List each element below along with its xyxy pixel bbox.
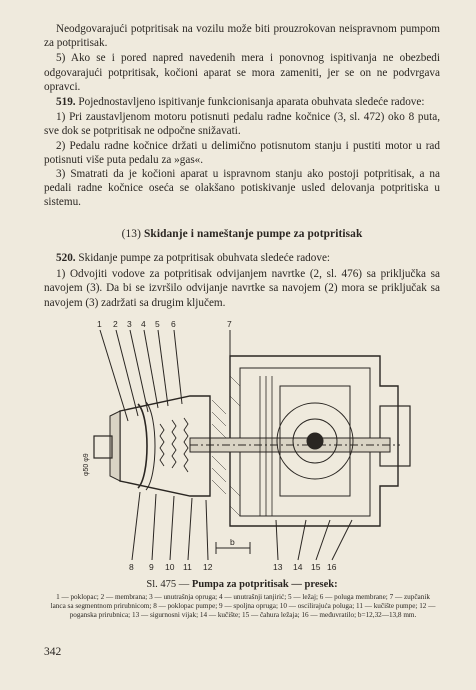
paragraph-520-step-1: 1) Odvojiti vodove za potpritisak odvija… bbox=[44, 268, 440, 309]
paragraph-520: 520. Skidanje pumpe za potpritisak obuhv… bbox=[44, 251, 440, 265]
figure-label-15: 15 bbox=[311, 562, 321, 572]
figure-caption: Sl. 475 — Pumpa za potpritisak — presek: bbox=[44, 579, 440, 590]
figure-label-5: 5 bbox=[155, 319, 160, 329]
figure-side-dimension: φ50 φ9 bbox=[83, 453, 90, 476]
paragraph-step-3: 3) Smatrati da je kočioni aparat u ispra… bbox=[44, 168, 440, 209]
figure-label-16: 16 bbox=[327, 562, 337, 572]
text-block-520: 520. Skidanje pumpe za potpritisak obuhv… bbox=[44, 251, 440, 310]
pump-cross-section-figure: 1 2 3 4 5 6 7 8 9 10 11 12 b 13 14 15 16… bbox=[80, 316, 420, 574]
figure-label-10: 10 bbox=[165, 562, 175, 572]
figure-label-11: 11 bbox=[183, 562, 192, 572]
figure-label-3: 3 bbox=[127, 319, 132, 329]
section-heading: (13) Skidanje i nameštanje pumpe za potp… bbox=[44, 227, 440, 241]
paragraph-519-text: Pojednostavljeno ispitivanje funkcionisa… bbox=[75, 96, 425, 109]
page-number: 342 bbox=[44, 646, 62, 658]
figure-caption-prefix: Sl. 475 — bbox=[146, 579, 192, 590]
paragraph-520-text: Skidanje pumpe za potpritisak obuhvata s… bbox=[75, 252, 331, 264]
paragraph-2: 5) Ako se i pored napred navedenih mera … bbox=[44, 52, 440, 93]
section-number-520: 520. bbox=[56, 252, 76, 264]
figure-label-6: 6 bbox=[171, 319, 176, 329]
paragraph-1: Neodgovarajući potpritisak na vozilu mož… bbox=[44, 23, 440, 50]
figure-legend: 1 — poklopac; 2 — membrana; 3 — unutrašn… bbox=[50, 593, 436, 620]
figure-label-14: 14 bbox=[293, 562, 303, 572]
paragraph-step-2: 2) Pedalu radne kočnice držati u delimič… bbox=[44, 139, 440, 166]
figure-label-9: 9 bbox=[149, 562, 154, 572]
heading-number: (13) bbox=[121, 228, 141, 240]
pump-drawing: 1 2 3 4 5 6 7 8 9 10 11 12 b 13 14 15 16… bbox=[83, 319, 411, 572]
text-block-top: Neodgovarajući potpritisak na vozilu mož… bbox=[44, 22, 440, 210]
figure-label-8: 8 bbox=[129, 562, 134, 572]
figure-label-1: 1 bbox=[97, 319, 102, 329]
figure-caption-title: Pumpa za potpritisak — presek: bbox=[191, 579, 338, 590]
figure-label-12: 12 bbox=[203, 562, 213, 572]
figure-label-4: 4 bbox=[141, 319, 146, 329]
figure-label-13: 13 bbox=[273, 562, 283, 572]
figure-label-2: 2 bbox=[113, 319, 118, 329]
paragraph-step-1: 1) Pri zaustavljenom motoru potisnuti pe… bbox=[44, 111, 440, 138]
figure-label-b: b bbox=[230, 537, 235, 547]
section-number-519: 519. bbox=[56, 96, 76, 109]
heading-text: Skidanje i nameštanje pumpe za potpritis… bbox=[141, 228, 363, 240]
figure-label-7: 7 bbox=[227, 319, 232, 329]
paragraph-519: 519. Pojednostavljeno ispitivanje funkci… bbox=[44, 95, 440, 109]
